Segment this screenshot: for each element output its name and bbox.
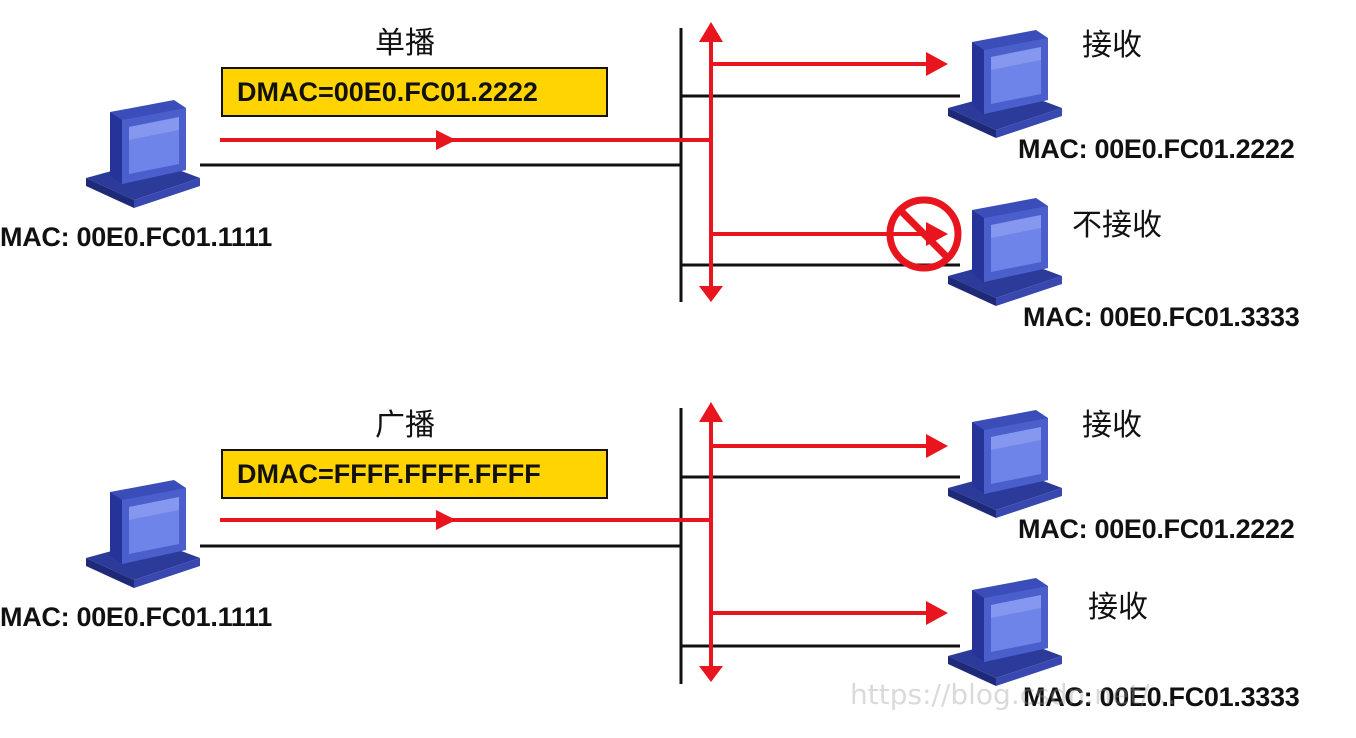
unicast-branch-receiver1-arrowhead [926, 52, 948, 76]
watermark: https://blog.csdn.net/... [850, 678, 1177, 711]
broadcast-red-bus-arrow-up [699, 402, 723, 422]
broadcast-branch-receiver2-arrowhead [926, 601, 948, 625]
unicast-receiver2-status: 不接收 [1072, 208, 1162, 243]
broadcast-frame-arrowhead [436, 510, 456, 530]
unicast-red-bus-arrow-up [699, 22, 723, 42]
prohibited-icon [886, 196, 962, 272]
unicast-receiver1-mac: MAC: 00E0.FC01.2222 [1018, 134, 1295, 164]
unicast-sender-mac: MAC: 00E0.FC01.1111 [0, 222, 272, 252]
unicast-sender-pc-icon [86, 100, 200, 208]
unicast-title: 单播 [375, 26, 435, 61]
broadcast-receiver2-pc-icon [948, 578, 1062, 686]
broadcast-receiver1-mac: MAC: 00E0.FC01.2222 [1018, 514, 1295, 544]
broadcast-receiver1-pc-icon [948, 410, 1062, 518]
broadcast-red-bus-arrow-down [699, 666, 723, 682]
unicast-receiver1-status: 接收 [1082, 28, 1142, 63]
unicast-receiver2-pc-icon [948, 198, 1062, 306]
broadcast-sender-mac: MAC: 00E0.FC01.1111 [0, 602, 272, 632]
broadcast-receiver2-status: 接收 [1088, 590, 1148, 625]
broadcast-receiver2-mac: MAC: 00E0.FC01.3333 [1023, 682, 1300, 712]
broadcast-dmac-box: DMAC=FFFF.FFFF.FFFF [221, 449, 608, 499]
unicast-receiver1-pc-icon [948, 30, 1062, 138]
unicast-red-bus-arrow-down [699, 286, 723, 302]
broadcast-branch-receiver1-arrowhead [926, 434, 948, 458]
unicast-dmac-box: DMAC=00E0.FC01.2222 [221, 67, 608, 117]
unicast-frame-arrowhead [436, 130, 456, 150]
broadcast-title: 广播 [375, 408, 435, 443]
unicast-diagram [86, 22, 1062, 306]
broadcast-diagram [86, 402, 1062, 686]
broadcast-receiver1-status: 接收 [1082, 408, 1142, 443]
broadcast-sender-pc-icon [86, 480, 200, 588]
unicast-receiver2-mac: MAC: 00E0.FC01.3333 [1023, 302, 1300, 332]
